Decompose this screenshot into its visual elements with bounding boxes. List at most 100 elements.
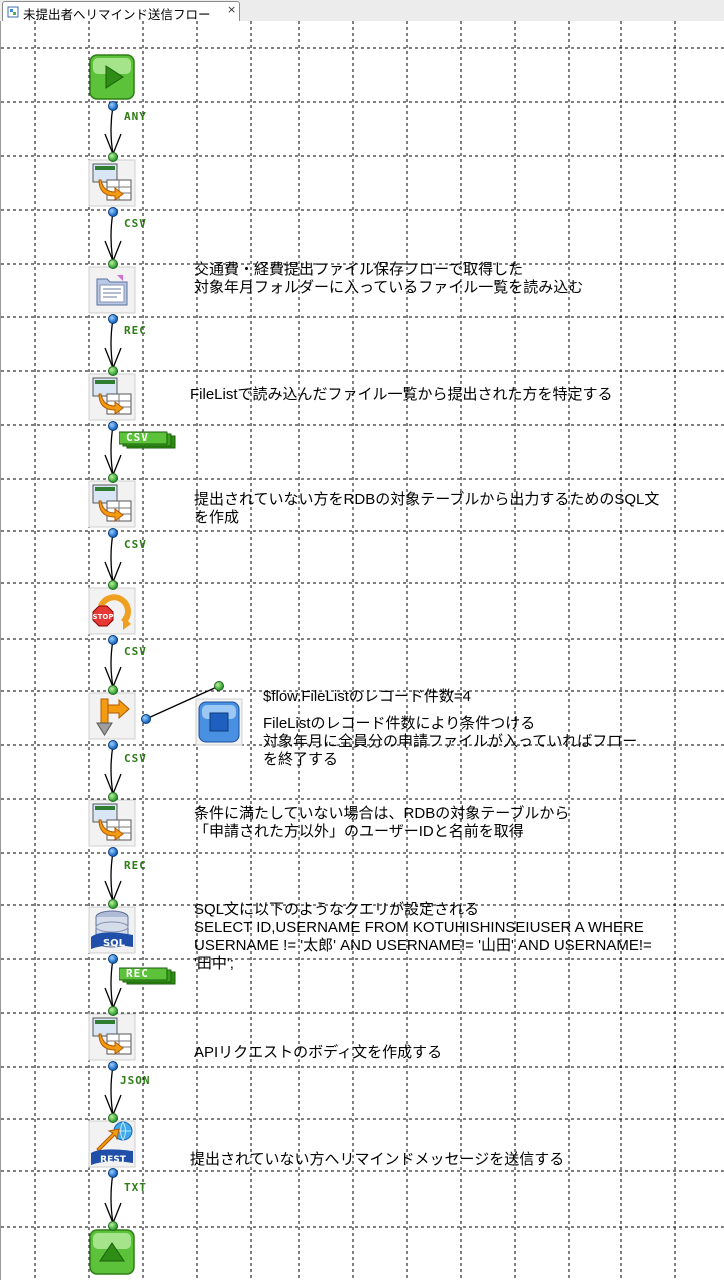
output-type-csv-2: CSV — [124, 538, 147, 551]
note-line: を終了する — [263, 751, 339, 768]
output-type-label: REC — [126, 967, 149, 980]
convert-icon — [88, 1013, 136, 1061]
note-unmatched[interactable]: 条件に満たしていない場合は、RDBの対象テーブルから 「申請された方以外」のユー… — [194, 805, 569, 841]
branch-target-input-port[interactable] — [214, 681, 224, 691]
input-port[interactable] — [108, 1113, 118, 1123]
end-node[interactable] — [87, 1227, 137, 1277]
note-line: APIリクエストのボディ文を作成する — [194, 1044, 443, 1061]
multi-record-icon — [119, 431, 176, 449]
output-type-txt: TXT — [124, 1181, 147, 1194]
note-line: を作成 — [194, 509, 240, 526]
output-type-csv-multi[interactable]: CSV — [119, 431, 177, 449]
sql-node[interactable]: SQL — [87, 905, 137, 955]
stop-loop-icon: STOP — [88, 587, 136, 635]
convert-node-5[interactable] — [87, 1012, 137, 1062]
output-port[interactable] — [108, 421, 118, 431]
output-port[interactable] — [108, 314, 118, 324]
input-port[interactable] — [108, 792, 118, 802]
output-port[interactable] — [108, 101, 118, 111]
branch-node[interactable] — [87, 691, 137, 741]
output-type-rec-1: REC — [124, 324, 147, 337]
branch-output-port[interactable] — [141, 714, 151, 724]
note-identify[interactable]: FileListで読み込んだファイル一覧から提出された方を特定する — [190, 386, 613, 404]
branch-target-node[interactable] — [194, 697, 244, 747]
output-type-rec-2: REC — [124, 859, 147, 872]
note-condition-desc[interactable]: FileListのレコード件数により条件つける 対象年月に全員分の申請ファイルが… — [263, 715, 637, 769]
note-line: 提出されていない方へリマインドメッセージを送信する — [190, 1151, 565, 1168]
output-type-csv-1: CSV — [124, 217, 147, 230]
branch-icon — [88, 692, 136, 740]
note-api-body[interactable]: APIリクエストのボディ文を作成する — [194, 1044, 442, 1062]
editor-tab-bar: 未提出者へリマインド送信フロー × — [0, 0, 724, 22]
output-type-csv-3: CSV — [124, 645, 147, 658]
note-condition-expr[interactable]: $flow.FileListのレコード件数=4 — [263, 688, 471, 706]
convert-icon — [88, 799, 136, 847]
input-port[interactable] — [108, 685, 118, 695]
rest-node[interactable]: REST — [87, 1119, 137, 1169]
note-line: 対象年月に全員分の申請ファイルが入っていればフロー — [263, 733, 638, 750]
output-type-json: JSON — [120, 1074, 151, 1087]
stop-box-icon — [195, 698, 243, 746]
file-list-icon — [88, 266, 136, 314]
output-port[interactable] — [108, 1061, 118, 1071]
note-sql-build[interactable]: 提出されていない方をRDBの対象テーブルから出力するためのSQL文 を作成 — [194, 491, 659, 527]
editor-tab[interactable]: 未提出者へリマインド送信フロー × — [2, 1, 240, 22]
rest-globe-icon: REST — [88, 1120, 136, 1168]
note-line: 交通費・経費提出ファイル保存フローで取得した — [194, 261, 524, 278]
input-port[interactable] — [108, 259, 118, 269]
input-port[interactable] — [108, 1006, 118, 1016]
output-port[interactable] — [108, 528, 118, 538]
start-icon — [89, 54, 135, 100]
stop-loop-node[interactable]: STOP — [87, 586, 137, 636]
convert-icon — [88, 373, 136, 421]
multi-record-icon — [119, 967, 176, 985]
svg-text:REST: REST — [100, 1155, 127, 1165]
canvas-grid — [1, 21, 724, 1280]
output-type-rec-multi[interactable]: REC — [119, 967, 177, 985]
flow-file-icon — [7, 6, 19, 18]
output-port[interactable] — [108, 635, 118, 645]
note-line: FileListで読み込んだファイル一覧から提出された方を特定する — [190, 386, 613, 403]
input-port[interactable] — [108, 473, 118, 483]
convert-node-1[interactable] — [87, 158, 137, 208]
note-line: $flow.FileListのレコード件数=4 — [263, 688, 471, 705]
output-type-any: ANY — [124, 110, 147, 123]
input-port[interactable] — [108, 899, 118, 909]
output-port[interactable] — [108, 847, 118, 857]
convert-icon — [88, 480, 136, 528]
input-port[interactable] — [108, 580, 118, 590]
output-port[interactable] — [108, 740, 118, 750]
flow-canvas[interactable]: STOP SQL — [0, 21, 724, 1280]
tab-title: 未提出者へリマインド送信フロー — [23, 7, 211, 22]
input-port[interactable] — [108, 152, 118, 162]
note-line: 条件に満たしていない場合は、RDBの対象テーブルから — [194, 805, 570, 822]
note-file-list[interactable]: 交通費・経費提出ファイル保存フローで取得した 対象年月フォルダーに入っているファ… — [194, 261, 583, 297]
input-port[interactable] — [108, 366, 118, 376]
output-type-label: CSV — [126, 431, 149, 444]
tab-close-icon[interactable]: × — [227, 3, 237, 16]
note-sql-query[interactable]: SQL文に以下のようなクエリが設定される SELECT ID,USERNAME … — [194, 901, 652, 973]
input-port[interactable] — [108, 1221, 118, 1231]
file-list-node[interactable] — [87, 265, 137, 315]
note-line: USERNAME != '太郎' AND USERNAME!= '山田' AND… — [194, 937, 652, 954]
convert-node-3[interactable] — [87, 479, 137, 529]
convert-node-2[interactable] — [87, 372, 137, 422]
svg-text:SQL: SQL — [103, 938, 126, 949]
start-node[interactable] — [87, 52, 137, 102]
svg-text:STOP: STOP — [93, 613, 114, 621]
output-port[interactable] — [108, 207, 118, 217]
convert-node-4[interactable] — [87, 798, 137, 848]
end-icon — [89, 1229, 135, 1275]
note-line: 「申請された方以外」のユーザーIDと名前を取得 — [194, 823, 524, 840]
note-send[interactable]: 提出されていない方へリマインドメッセージを送信する — [190, 1151, 564, 1169]
output-port[interactable] — [108, 1168, 118, 1178]
note-line: '田中'; — [194, 955, 234, 972]
note-line: FileListのレコード件数により条件つける — [263, 715, 536, 732]
convert-icon — [88, 159, 136, 207]
note-line: SQL文に以下のようなクエリが設定される — [194, 901, 480, 918]
output-type-csv-4: CSV — [124, 752, 147, 765]
output-port[interactable] — [108, 954, 118, 964]
sql-database-icon: SQL — [88, 906, 136, 954]
note-line: 対象年月フォルダーに入っているファイル一覧を読み込む — [194, 279, 584, 296]
note-line: 提出されていない方をRDBの対象テーブルから出力するためのSQL文 — [194, 491, 660, 508]
